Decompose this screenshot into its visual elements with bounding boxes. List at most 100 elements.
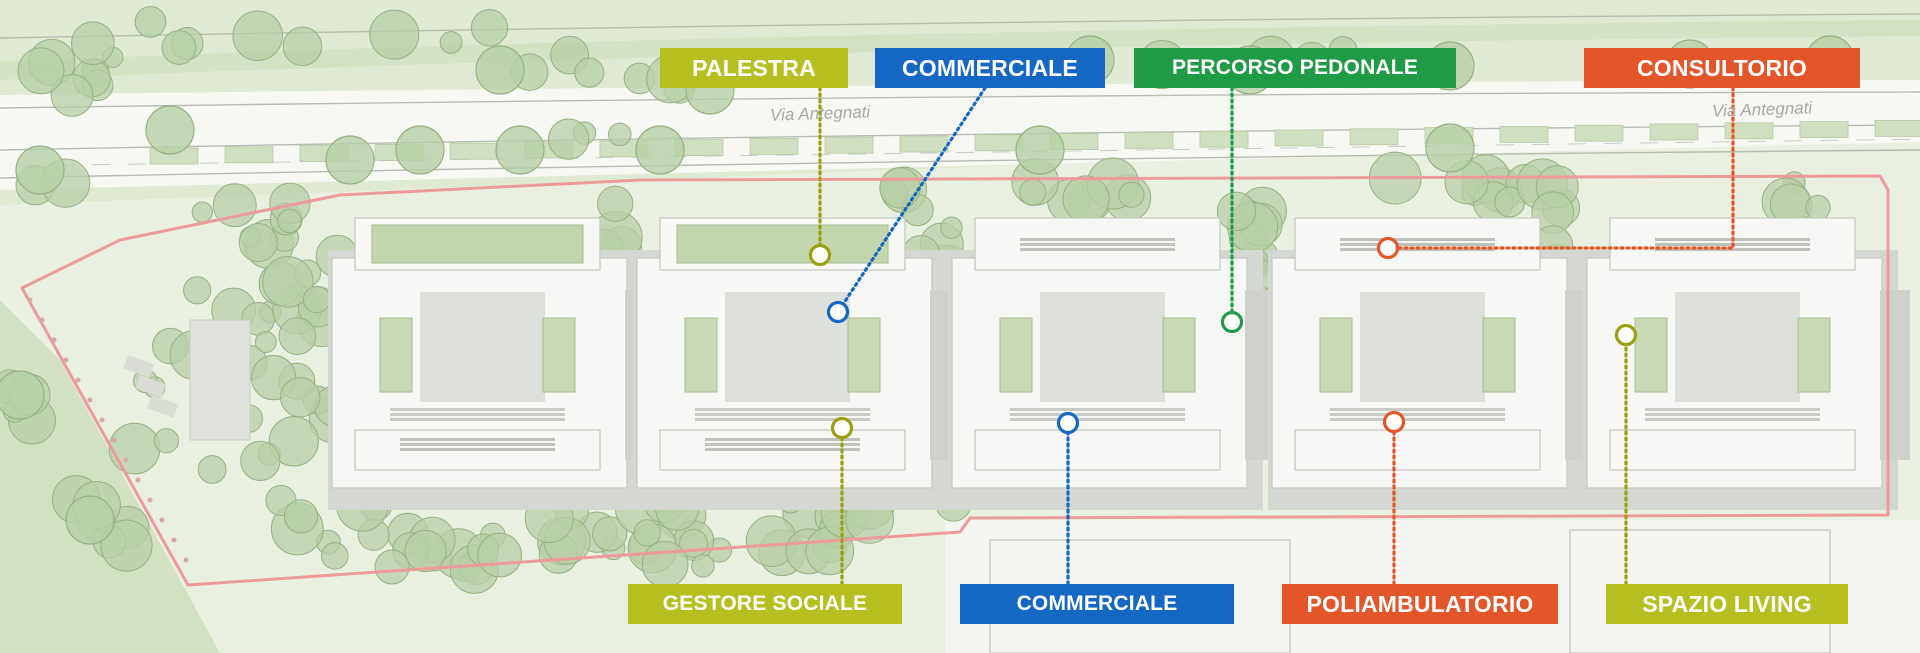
road-line [0,149,1920,179]
court-garden [1162,317,1196,393]
tree [641,540,689,588]
green-roof [676,224,889,264]
parking-bay [1499,126,1549,143]
boundary-post [171,537,177,543]
tree [212,183,257,228]
tree [691,554,715,578]
tree [15,145,65,195]
parking-bay [1274,129,1324,147]
facade-hatch [1330,418,1505,421]
courtyard [420,292,545,402]
building-wing [974,429,1221,471]
facade-hatch [390,408,565,411]
parking-bay [224,146,274,164]
parking-bay [1649,123,1699,141]
tree [1216,191,1257,231]
tree [879,167,921,209]
bench [123,355,155,378]
tree [197,455,227,484]
facade-hatch [390,418,565,421]
parking-bay [1799,121,1849,138]
marker-consultorio [1376,236,1400,260]
vegetation [0,6,1862,594]
parking-bay [1199,130,1249,148]
parking-bay [1724,122,1774,140]
marker-commerciale-top [826,300,850,324]
tree [548,118,590,160]
building-shadow [1880,290,1910,460]
tree [1062,175,1110,223]
court-garden [542,317,576,393]
tree [597,185,634,222]
tree [608,122,632,147]
tree [1015,125,1065,175]
tree [439,30,463,54]
boundary-post [75,377,81,383]
facade-hatch [695,413,870,416]
facade-hatch [1340,238,1495,241]
street-label-left: Via Antegnati [769,102,871,125]
facade-hatch [695,408,870,411]
facade-hatch [400,443,555,446]
parking-bay [899,135,949,153]
courtyard [1675,292,1800,402]
marker-percorso-pedonale [1220,310,1244,334]
tree [369,9,420,60]
tree [320,542,349,570]
bench [135,375,167,398]
leader-line-commerciale-top [836,86,987,314]
tree [0,370,45,420]
court-garden [847,317,881,393]
parking-bay [1874,120,1920,137]
parking-bay [824,136,874,154]
facade-hatch [1340,243,1495,246]
tree [268,416,319,467]
tree [278,317,317,355]
facade-hatch [1020,243,1175,246]
tree [100,519,153,572]
boundary-post [183,557,189,563]
tree [262,256,314,308]
parking-bay [1574,124,1624,142]
court-garden [379,317,413,393]
parking-bay [749,137,799,155]
label-percorso-pedonale: PERCORSO PEDONALE [1134,48,1456,88]
plaza-paving [189,319,251,441]
tree [1805,194,1831,221]
facade-hatch [1330,413,1505,416]
tree [134,6,167,38]
tree [470,9,509,47]
facade-hatch [1010,418,1185,421]
marker-commerciale-bottom [1056,411,1080,435]
facade-hatch [1010,408,1185,411]
leader-lines [818,86,1735,586]
road-line [0,91,1920,109]
parking-bay [449,142,499,160]
tree [70,21,115,66]
label-commerciale-top: COMMERCIALE [875,48,1105,88]
tree [303,285,331,314]
facade-hatch [1655,248,1810,251]
court-garden [1797,317,1831,393]
label-spazio-living: SPAZIO LIVING [1606,584,1848,624]
label-consultorio: CONSULTORIO [1584,48,1860,88]
boundary-post [63,357,69,363]
tree [477,532,523,578]
tree [238,223,278,263]
boundary-post [99,417,105,423]
courtyard [1360,292,1485,402]
facade-hatch [1020,248,1175,251]
tree [232,10,283,62]
tree [592,516,628,552]
facade-hatch [1330,408,1505,411]
marker-spazio-living [1614,323,1638,347]
court-garden [1482,317,1516,393]
site-boundary-line [20,174,1890,587]
tree [475,45,525,95]
tree [404,529,447,573]
marker-gestore-sociale [830,416,854,440]
tree [283,499,319,534]
tree [635,125,685,175]
boundary-post [111,437,117,443]
